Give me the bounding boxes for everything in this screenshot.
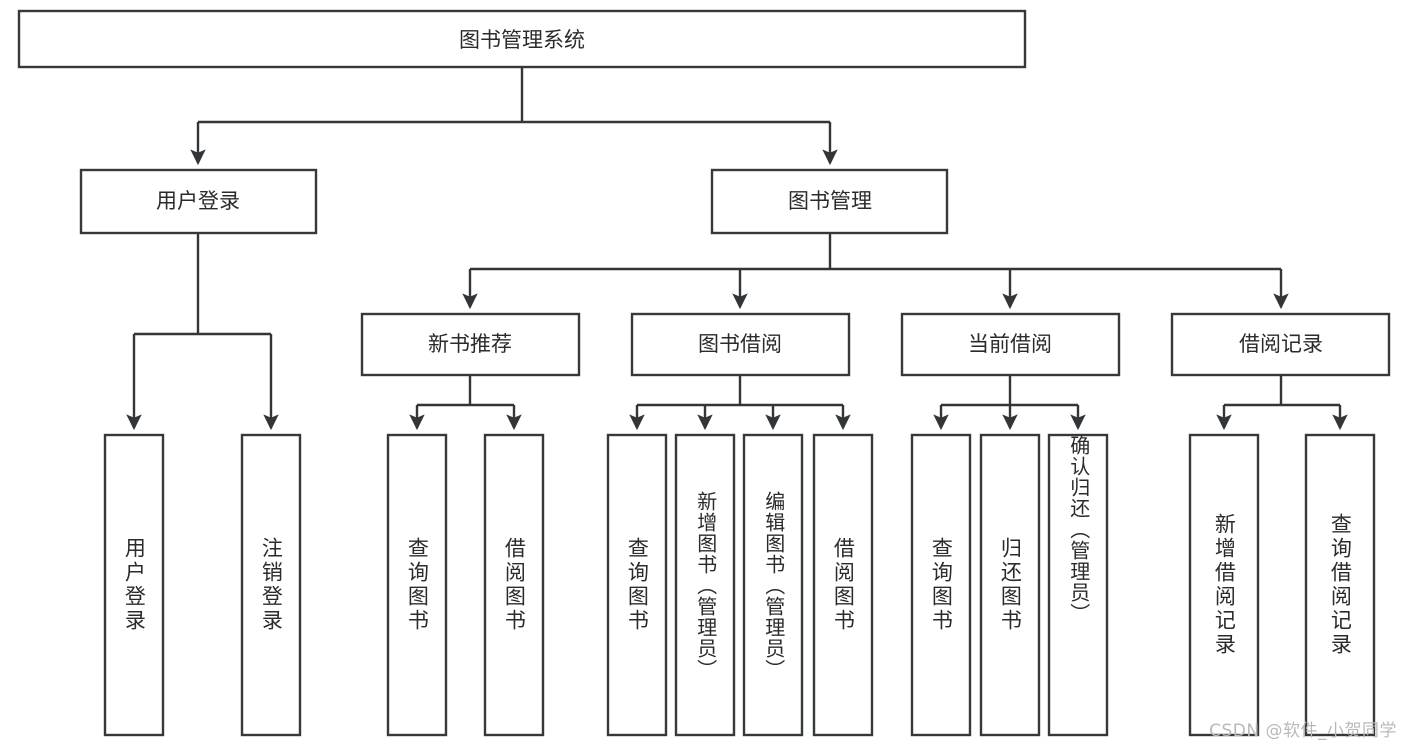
leaf-rect-2[interactable] xyxy=(386,433,448,737)
node-current-borrow-label: 当前借阅 xyxy=(968,332,1052,356)
connectors xyxy=(126,67,1348,431)
leaf-rect-1[interactable] xyxy=(240,433,302,737)
node-book-management[interactable]: 图书管理 xyxy=(710,168,949,235)
leaf-rect-7[interactable] xyxy=(812,433,874,737)
node-current-borrow-rect[interactable] xyxy=(900,312,1121,377)
node-borrow-record-label: 借阅记录 xyxy=(1239,332,1323,356)
node-borrow-record-rect[interactable] xyxy=(1170,312,1391,377)
node-book-management-label: 图书管理 xyxy=(788,189,872,213)
node-user-login-label: 用户登录 xyxy=(156,189,240,213)
leaf-rect-9[interactable] xyxy=(979,433,1041,737)
node-root-label: 图书管理系统 xyxy=(459,28,585,52)
leaf-rect-8[interactable] xyxy=(910,433,972,737)
node-book-borrow-label: 图书借阅 xyxy=(698,332,782,356)
leaf-nodes[interactable] xyxy=(103,433,1376,737)
node-borrow-record[interactable]: 借阅记录 xyxy=(1170,312,1391,377)
node-user-login-rect[interactable] xyxy=(79,168,318,235)
node-current-borrow[interactable]: 当前借阅 xyxy=(900,312,1121,377)
node-book-management-rect[interactable] xyxy=(710,168,949,235)
leaf-rect-5[interactable] xyxy=(674,433,736,737)
leaf-rect-6[interactable] xyxy=(742,433,804,737)
leaf-rect-10[interactable] xyxy=(1047,433,1109,737)
node-new-book-recommend-label: 新书推荐 xyxy=(428,332,512,356)
leaf-rect-0[interactable] xyxy=(103,433,165,737)
node-new-book-recommend-rect[interactable] xyxy=(360,312,581,377)
node-new-book-recommend[interactable]: 新书推荐 xyxy=(360,312,581,377)
leaf-rect-11[interactable] xyxy=(1188,433,1260,737)
node-book-borrow-rect[interactable] xyxy=(630,312,851,377)
leaf-rect-4[interactable] xyxy=(606,433,668,737)
node-user-login[interactable]: 用户登录 xyxy=(79,168,318,235)
leaf-rect-12[interactable] xyxy=(1304,433,1376,737)
node-root-rect[interactable] xyxy=(17,9,1027,69)
leaf-rect-3[interactable] xyxy=(483,433,545,737)
watermark: CSDN @软件_小贺同学 xyxy=(1209,721,1397,741)
node-root[interactable]: 图书管理系统 xyxy=(17,9,1027,69)
node-book-borrow[interactable]: 图书借阅 xyxy=(630,312,851,377)
